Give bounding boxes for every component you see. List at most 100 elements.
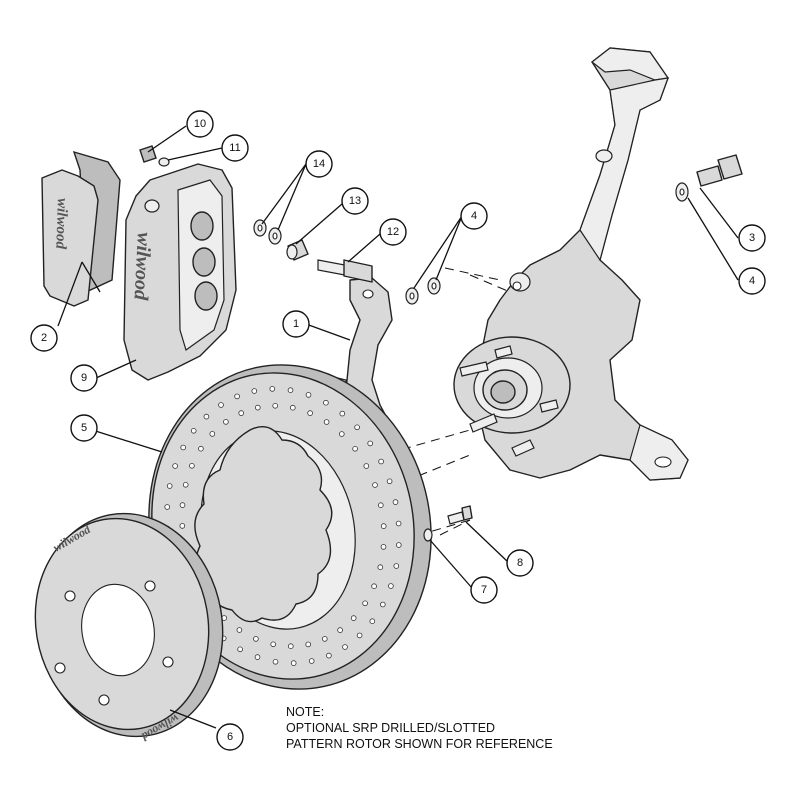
rotor-drill-hole xyxy=(253,636,259,642)
rotor-drill-hole xyxy=(254,654,261,660)
rotor-drill-hole xyxy=(379,601,386,608)
rotor-drill-hole xyxy=(363,463,370,469)
callout-13: 13 xyxy=(341,187,369,215)
callout-4-left: 4 xyxy=(460,202,488,230)
rotor-drill-hole xyxy=(367,440,374,447)
svg-text:8: 8 xyxy=(517,557,523,569)
rotor-drill-hole xyxy=(380,544,387,550)
rotor-drill-hole xyxy=(166,483,173,489)
rotor-drill-hole xyxy=(356,632,363,639)
svg-text:1: 1 xyxy=(293,318,299,330)
rotor-drill-hole xyxy=(337,627,343,633)
rotor-drill-hole xyxy=(372,482,378,488)
rotor-drill-hole xyxy=(369,618,376,624)
callout-3: 3 xyxy=(738,224,766,252)
rotor-drill-hole xyxy=(164,504,171,510)
rotor-drill-hole xyxy=(218,402,224,408)
washer-part-11 xyxy=(158,157,170,167)
callout-4-right: 4 xyxy=(738,267,766,295)
rotor-drill-hole xyxy=(392,499,399,505)
callout-9: 9 xyxy=(70,364,98,392)
svg-text:11: 11 xyxy=(229,142,240,154)
rotor-drill-hole xyxy=(189,462,195,469)
shims-part-14 xyxy=(253,219,282,245)
bolt-part-3 xyxy=(696,154,743,187)
svg-text:3: 3 xyxy=(749,232,755,244)
rotor-drill-hole xyxy=(323,399,329,406)
rotor-drill-hole xyxy=(289,404,296,411)
rotor-drill-hole xyxy=(308,658,315,664)
steering-knuckle xyxy=(453,47,689,481)
callout-14: 14 xyxy=(305,150,333,178)
note-line-2: PATTERN ROTOR SHOWN FOR REFERENCE xyxy=(286,737,553,751)
rotor-drill-hole xyxy=(342,644,348,650)
rotor-drill-hole xyxy=(272,658,279,665)
rotor-drill-hole xyxy=(236,627,243,633)
rotor-drill-hole xyxy=(371,583,377,589)
rotor-drill-hole xyxy=(251,388,258,394)
svg-text:7: 7 xyxy=(481,584,487,596)
note-line-1: OPTIONAL SRP DRILLED/SLOTTED xyxy=(286,721,495,735)
svg-text:5: 5 xyxy=(81,422,87,434)
rotor-drill-hole xyxy=(180,444,187,451)
rotor-drill-hole xyxy=(393,563,400,569)
rotor-drill-hole xyxy=(190,427,197,434)
rotor-drill-hole xyxy=(395,520,402,527)
rotor-drill-hole xyxy=(395,542,402,548)
rotor-drill-hole xyxy=(388,583,394,589)
rotor-drill-hole xyxy=(198,445,204,452)
washers-part-4-left xyxy=(405,277,441,305)
callout-12: 12 xyxy=(379,218,407,246)
svg-text:10: 10 xyxy=(194,118,206,130)
pad-logo: wilwood xyxy=(52,198,70,250)
rotor-drill-hole xyxy=(179,502,186,508)
note-block: NOTE: OPTIONAL SRP DRILLED/SLOTTED PATTE… xyxy=(286,705,553,751)
rotor-drill-hole xyxy=(338,431,345,437)
svg-text:12: 12 xyxy=(387,226,399,238)
rotor-drill-hole xyxy=(179,523,186,529)
callout-1: 1 xyxy=(282,310,310,338)
rotor-drill-hole xyxy=(378,458,384,465)
rotor-drill-hole xyxy=(269,386,276,392)
callout-8: 8 xyxy=(506,549,534,577)
rotor-drill-hole xyxy=(377,564,384,570)
rotor-drill-hole xyxy=(307,410,313,416)
note-title: NOTE: xyxy=(286,705,324,719)
callout-11: 11 xyxy=(221,134,249,162)
brake-pad-part-2: wilwood xyxy=(41,150,121,307)
rotor-bolt-part-8 xyxy=(447,505,473,525)
rotor-drill-hole xyxy=(321,636,328,642)
wheel-studs xyxy=(459,345,559,457)
rotor-drill-hole xyxy=(254,404,261,411)
rotor-drill-hole xyxy=(287,387,294,394)
caliper-part-9: wilwood xyxy=(123,145,237,381)
rotor-drill-hole xyxy=(270,641,277,648)
svg-text:4: 4 xyxy=(471,210,477,222)
rotor-drill-hole xyxy=(223,419,229,425)
rotor-drill-hole xyxy=(172,463,178,469)
rotor-drill-hole xyxy=(377,502,384,509)
callout-7: 7 xyxy=(470,576,498,604)
leader-lines xyxy=(57,125,739,729)
rotor-drill-hole xyxy=(209,431,216,437)
rotor-drill-hole xyxy=(323,419,330,425)
callout-10: 10 xyxy=(186,110,214,138)
rotor-drill-hole xyxy=(354,424,360,431)
rotor-drill-hole xyxy=(237,646,243,653)
rotor-drill-hole xyxy=(234,393,240,400)
rotor-drill-hole xyxy=(203,413,210,420)
rotor-drill-hole xyxy=(386,478,393,485)
rotor-drill-hole xyxy=(362,600,368,607)
callout-5: 5 xyxy=(70,414,98,442)
svg-text:6: 6 xyxy=(227,731,233,743)
rotor-drill-hole xyxy=(339,410,346,417)
svg-text:9: 9 xyxy=(81,372,87,384)
washer-part-7 xyxy=(423,528,433,542)
rotor-drill-hole xyxy=(380,523,387,529)
svg-text:14: 14 xyxy=(313,158,325,170)
callout-2: 2 xyxy=(30,324,58,352)
rotor-drill-hole xyxy=(305,392,312,398)
hat-part-6: wilwood wilwood xyxy=(34,512,224,744)
